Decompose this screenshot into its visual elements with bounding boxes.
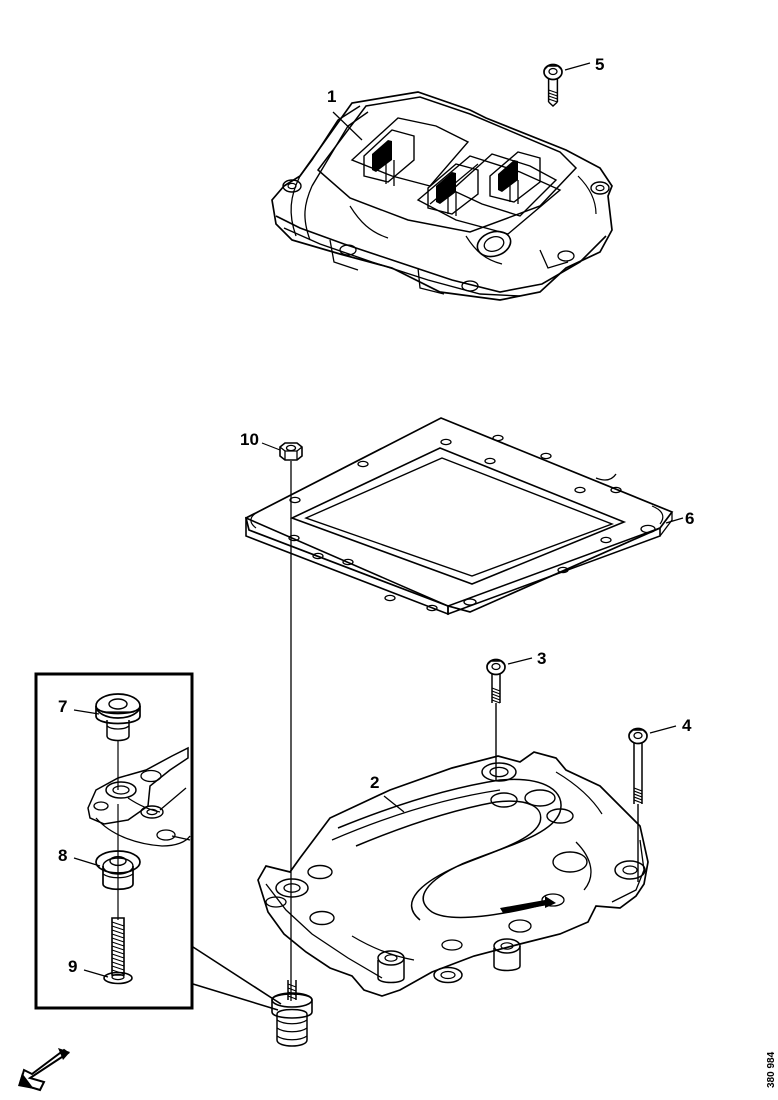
callout-10: 10	[240, 430, 259, 449]
leader-8	[73, 857, 101, 867]
leader-5	[564, 62, 591, 71]
part-gasket-plate-6	[245, 417, 674, 616]
leader-inset-lower	[192, 983, 279, 1011]
part-upper-intake-manifold	[271, 91, 613, 301]
callout-2: 2	[370, 773, 380, 792]
part-long-bolt-4	[628, 727, 648, 882]
front-direction-arrow	[18, 1048, 70, 1092]
callout-1: 1	[327, 87, 337, 106]
part-stud-nut-10	[279, 442, 303, 461]
callout-9: 9	[68, 957, 78, 976]
part-long-bolt-3	[486, 658, 506, 780]
sheet-reference-number: 380 984	[766, 1051, 777, 1088]
mount-detail-inset	[34, 672, 194, 1010]
callout-6: 6	[685, 509, 695, 528]
part-upper-mount-bushing-7	[95, 693, 141, 742]
callout-4: 4	[682, 716, 692, 735]
part-mount-bushing-assembly	[271, 980, 313, 1047]
leader-3	[507, 657, 533, 665]
leader-2	[383, 795, 405, 813]
callout-8: 8	[58, 846, 68, 865]
leader-9	[83, 969, 109, 978]
leader-1	[332, 111, 363, 141]
leader-7	[73, 709, 100, 715]
leader-10	[261, 442, 281, 451]
part-manifold-bolt-5	[543, 63, 563, 107]
part-mount-screw-9	[103, 917, 133, 985]
callout-7: 7	[58, 697, 68, 716]
leader-inset-upper	[192, 946, 282, 1005]
mount-bracket-detail	[87, 746, 191, 847]
leader-6	[665, 517, 684, 524]
part-lower-intake-manifold-2	[257, 751, 649, 997]
callout-3: 3	[537, 649, 547, 668]
leader-4	[649, 725, 677, 734]
callout-5: 5	[595, 55, 605, 74]
